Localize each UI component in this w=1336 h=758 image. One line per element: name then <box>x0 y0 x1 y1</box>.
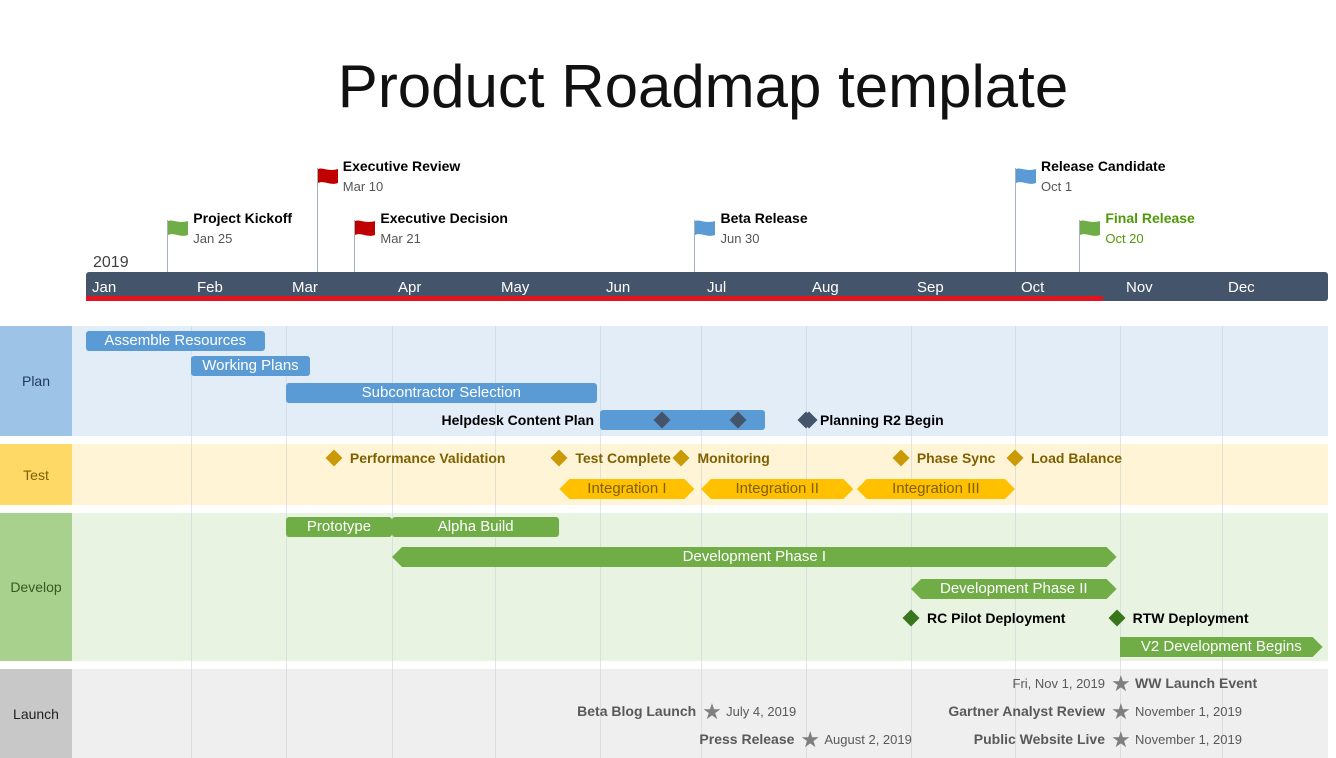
month-label-apr: Apr <box>398 279 422 296</box>
flag-date: Oct 1 <box>1041 179 1073 194</box>
flag-label: Executive Review <box>342 158 461 174</box>
flag-pole <box>354 220 356 272</box>
month-gridline <box>600 326 601 758</box>
star-icon: ★ <box>702 699 722 724</box>
flag-pole <box>1015 168 1016 272</box>
page-title: Product Roadmap template <box>337 53 1069 120</box>
task-bar-assemble-resources: Assemble Resources <box>86 331 265 351</box>
task-bar-helpdesk-content-plan <box>600 410 766 430</box>
launch-event-label: Gartner Analyst Review <box>948 703 1105 719</box>
lane-background-launch <box>72 669 1328 758</box>
month-label-aug: Aug <box>812 279 839 296</box>
lane-launch: Launch <box>0 669 1328 758</box>
month-label-may: May <box>501 279 530 296</box>
month-label-mar: Mar <box>292 279 318 296</box>
launch-event-date: November 1, 2019 <box>1135 704 1242 719</box>
month-label-nov: Nov <box>1126 279 1153 296</box>
flag-pole <box>1079 220 1081 272</box>
task-bar-development-phase-ii: Development Phase II <box>911 579 1117 599</box>
launch-event-date: July 4, 2019 <box>726 704 797 719</box>
month-gridline <box>392 326 393 758</box>
task-bar-development-phase-i: Development Phase I <box>392 547 1117 567</box>
milestone-label: RC Pilot Deployment <box>927 610 1066 626</box>
lane-label-launch: Launch <box>0 669 72 758</box>
task-bar-v2-development-begins: V2 Development Begins <box>1120 637 1323 657</box>
task-bar-working-plans: Working Plans <box>191 356 310 376</box>
month-gridline <box>1015 326 1016 758</box>
lane-develop: Develop <box>0 513 1328 661</box>
flag-date: Jun 30 <box>720 231 760 246</box>
lane-label-test: Test <box>0 444 72 505</box>
flag-pole <box>694 220 696 272</box>
flag-pole <box>167 220 169 272</box>
lane-label-plan: Plan <box>0 326 72 436</box>
launch-event-date: August 2, 2019 <box>824 732 912 747</box>
launch-event-date: November 1, 2019 <box>1135 732 1242 747</box>
flag-icon <box>317 168 338 184</box>
launch-event-label: Beta Blog Launch <box>577 703 697 719</box>
task-bar-alpha-build: Alpha Build <box>392 517 560 537</box>
lane-background-test <box>72 444 1328 505</box>
task-bar-subcontractor-selection: Subcontractor Selection <box>286 383 597 403</box>
milestone-label: Phase Sync <box>916 450 996 466</box>
lane-label-develop: Develop <box>0 513 72 661</box>
flag-label: Project Kickoff <box>193 210 293 226</box>
milestone-label: Load Balance <box>1031 450 1123 466</box>
progress-line <box>86 296 1104 301</box>
milestone-label: Planning R2 Begin <box>820 412 944 428</box>
month-label-oct: Oct <box>1021 279 1045 296</box>
month-gridline <box>191 326 192 758</box>
milestone-label: RTW Deployment <box>1132 610 1249 626</box>
month-gridline <box>495 326 496 758</box>
month-gridline <box>1222 326 1223 758</box>
month-gridline <box>701 326 702 758</box>
month-gridline <box>286 326 287 758</box>
milestone-label: Monitoring <box>697 450 770 466</box>
month-label-dec: Dec <box>1228 279 1255 296</box>
year-label: 2019 <box>93 254 129 271</box>
task-label-helpdesk-content-plan: Helpdesk Content Plan <box>441 412 594 428</box>
flag-icon <box>168 220 189 236</box>
task-bar-integration-iii: Integration III <box>857 479 1015 499</box>
month-gridline <box>806 326 807 758</box>
milestone-label: Test Complete <box>575 450 671 466</box>
flag-date: Oct 20 <box>1105 231 1144 246</box>
flag-icon <box>1016 168 1036 184</box>
flag-icon <box>1080 220 1101 236</box>
month-label-feb: Feb <box>197 279 223 296</box>
month-gridline <box>1120 326 1121 758</box>
flag-date: Mar 10 <box>342 179 384 194</box>
month-label-jul: Jul <box>707 279 727 296</box>
milestone-label: Performance Validation <box>349 450 506 466</box>
lane-background-develop <box>72 513 1328 661</box>
task-bar-integration-i: Integration I <box>559 479 694 499</box>
flag-date: Mar 21 <box>380 231 421 246</box>
flag-label: Executive Decision <box>380 210 508 226</box>
flag-date: Jan 25 <box>193 231 233 246</box>
task-bar-integration-ii: Integration II <box>701 479 853 499</box>
star-icon: ★ <box>800 727 821 752</box>
launch-event-label: Press Release <box>699 731 795 747</box>
flag-icon <box>695 220 716 236</box>
star-icon: ★ <box>1111 671 1131 696</box>
flag-icon <box>355 220 376 236</box>
flag-label: Beta Release <box>720 210 808 226</box>
lane-test: Test <box>0 444 1328 505</box>
month-label-sep: Sep <box>917 279 944 296</box>
flag-pole <box>316 168 318 272</box>
star-icon: ★ <box>1111 699 1131 724</box>
launch-event-label: Public Website Live <box>973 731 1105 747</box>
launch-event-label: WW Launch Event <box>1135 675 1258 691</box>
launch-event-date: Fri, Nov 1, 2019 <box>1012 676 1106 691</box>
month-label-jun: Jun <box>606 279 631 296</box>
flag-label: Final Release <box>1105 210 1195 226</box>
month-gridline <box>911 326 912 758</box>
task-bar-prototype: Prototype <box>286 517 392 537</box>
star-icon: ★ <box>1111 727 1131 752</box>
month-label-jan: Jan <box>92 279 117 296</box>
flag-label: Release Candidate <box>1041 158 1166 174</box>
